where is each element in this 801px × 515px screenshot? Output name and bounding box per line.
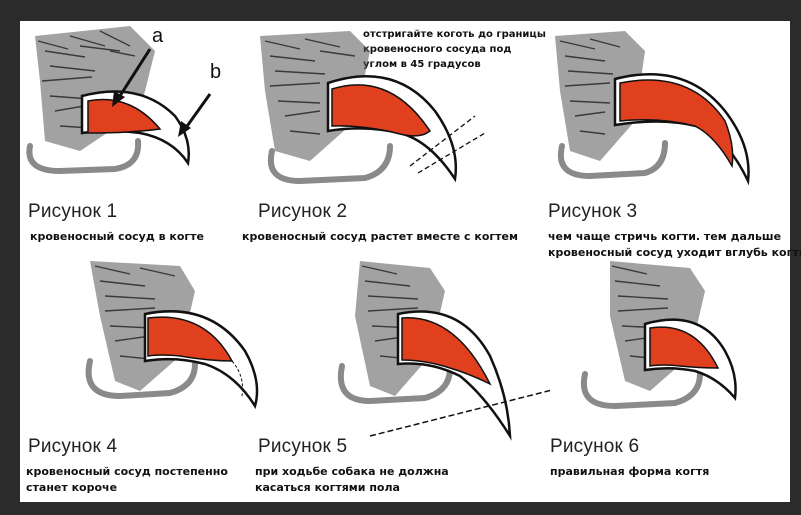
- figure-5-caption-line-1: при ходьбе собака не должна: [255, 465, 449, 478]
- cutting-instruction: отстригайте коготь до границы кровеносно…: [363, 27, 546, 72]
- toe-pad-2: [267, 143, 393, 185]
- cut-line-2b: [417, 132, 486, 174]
- toe-pad-5: [337, 363, 453, 405]
- figure-5: Рисунок 5 при ходьбе собака не должна ка…: [250, 256, 550, 496]
- cutting-instruction-line-1: отстригайте коготь до границы: [363, 29, 546, 40]
- quick-4: [147, 316, 234, 362]
- figure-3: Рисунок 3 чем чаще стричь когти. тем дал…: [540, 21, 801, 261]
- figure-2-caption: кровеносный сосуд растет вместе с когтем: [242, 229, 518, 245]
- figure-3-caption-line-1: чем чаще стричь когти. тем дальше: [548, 230, 782, 243]
- cutting-instruction-line-3: углом в 45 градусов: [363, 59, 481, 70]
- claw-drawing-5: [337, 261, 550, 441]
- cutting-instruction-line-2: кровеносного сосуда под: [363, 44, 512, 55]
- claw-drawing-6: [580, 261, 737, 410]
- figure-6-caption: правильная форма когтя: [550, 464, 709, 480]
- figure-6-title: Рисунок 6: [550, 436, 640, 457]
- claw-drawing-2: [260, 31, 486, 185]
- label-a: a: [152, 25, 164, 47]
- toe-pad-4: [85, 358, 198, 400]
- figure-1: a b Рисунок 1 кровеносный сосуд в когте: [20, 21, 270, 261]
- arrowhead-b: [178, 121, 191, 137]
- quick-6: [649, 326, 720, 369]
- quick-5: [401, 317, 492, 386]
- claw-drawing-4: [85, 261, 259, 410]
- figure-3-caption: чем чаще стричь когти. тем дальше кровен…: [548, 229, 801, 261]
- figure-6-caption-line-1: правильная форма когтя: [550, 465, 710, 478]
- arrowhead-a: [112, 91, 125, 107]
- figure-2: Рисунок 2 кровеносный сосуд растет вмест…: [242, 21, 518, 261]
- figure-5-title: Рисунок 5: [258, 436, 348, 457]
- quick-1: [87, 98, 162, 134]
- toe-pad-3: [557, 140, 668, 180]
- figure-5-caption: при ходьбе собака не должна касаться ког…: [255, 464, 449, 496]
- toe-pad-6: [580, 371, 703, 410]
- arrow-b: [183, 93, 212, 130]
- figure-1-caption-line-1: кровеносный сосуд в когте: [30, 230, 204, 243]
- figure-4: Рисунок 4 кровеносный сосуд постепенно с…: [20, 256, 270, 496]
- claw-drawing-1: [26, 26, 212, 175]
- diagram-panel: отстригайте коготь до границы кровеносно…: [20, 21, 801, 502]
- figure-5-caption-line-2: касаться когтями пола: [255, 481, 400, 494]
- figure-4-title: Рисунок 4: [28, 436, 118, 457]
- fur-3: [555, 31, 645, 161]
- figure-3-caption-line-2: кровеносный сосуд уходит вглубь когтя: [548, 246, 801, 259]
- figure-3-title: Рисунок 3: [548, 201, 638, 222]
- toe-pad-1: [26, 138, 142, 175]
- label-b: b: [210, 61, 222, 83]
- floor-line-5: [369, 389, 550, 437]
- claw-drawing-3: [555, 31, 750, 186]
- figure-2-caption-line-1: кровеносный сосуд растет вместе с когтем: [242, 230, 518, 243]
- figure-4-caption: кровеносный сосуд постепенно станет коро…: [26, 464, 228, 496]
- figure-4-caption-line-2: станет короче: [26, 481, 118, 494]
- figure-4-caption-line-1: кровеносный сосуд постепенно: [26, 465, 228, 478]
- figure-1-title: Рисунок 1: [28, 201, 118, 222]
- cut-line-2a: [409, 115, 476, 167]
- quick-2: [331, 84, 432, 137]
- quick-3: [619, 79, 734, 169]
- figure-6: Рисунок 6 правильная форма когтя: [540, 256, 790, 496]
- arrow-a: [116, 48, 152, 100]
- figure-1-caption: кровеносный сосуд в когте: [30, 229, 204, 245]
- figure-2-title: Рисунок 2: [258, 201, 348, 222]
